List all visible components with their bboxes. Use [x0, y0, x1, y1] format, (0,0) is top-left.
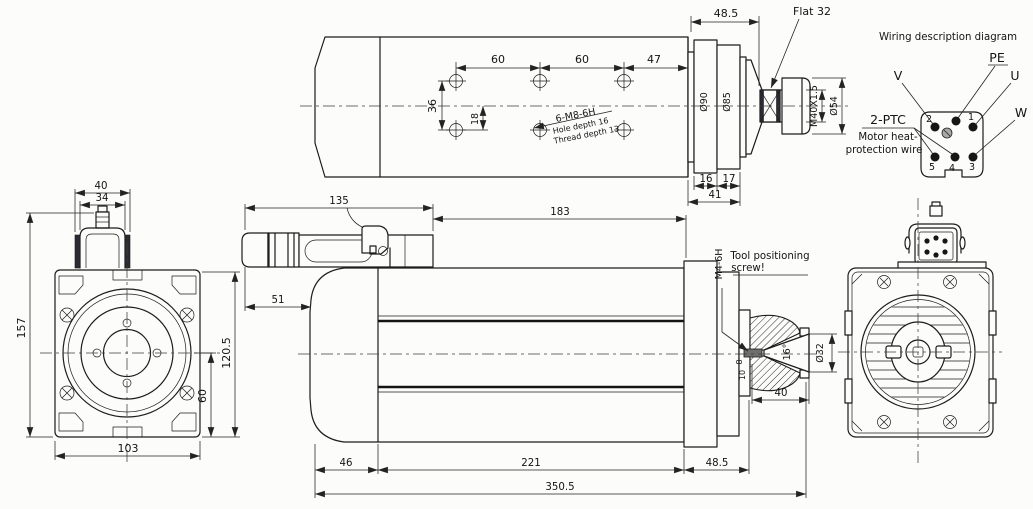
side-screw-thread: M4-6H	[714, 249, 725, 280]
front-dim-120-5: 120.5	[220, 337, 233, 369]
rear-corner-screws	[877, 275, 957, 429]
side-dim-48-5: 48.5	[706, 458, 729, 469]
side-dim-135: 135	[329, 196, 348, 207]
front-dim-157: 157	[15, 318, 28, 339]
side-dim-350-5: 350.5	[545, 482, 574, 493]
front-dim-34: 34	[96, 193, 109, 204]
top-dia-85: Ø85	[722, 92, 733, 112]
pin-3-contact	[968, 152, 978, 162]
top-dim-48-5: 48.5	[714, 7, 739, 20]
label-w: W	[1015, 105, 1027, 120]
rear-connector	[897, 201, 987, 271]
side-dim-46: 46	[340, 458, 353, 469]
front-view: 40 34 157 120.5 60 103	[15, 181, 240, 462]
tool-note-line1: Tool positioning	[729, 251, 809, 262]
label-u: U	[1010, 68, 1019, 83]
top-dia-54: Ø54	[829, 96, 840, 116]
pin-4-number: 4	[949, 163, 955, 174]
tool-note-line2: screw!	[731, 263, 765, 274]
pin-1-number: 1	[968, 112, 974, 123]
top-dim-47: 47	[647, 53, 661, 66]
flat-note: Flat 32	[793, 5, 831, 18]
top-dim-36: 36	[426, 99, 439, 113]
front-dim-60: 60	[196, 389, 209, 403]
top-dim-60b: 60	[575, 53, 589, 66]
label-pe: PE	[989, 50, 1005, 65]
side-dim-10: 10	[738, 370, 747, 380]
hole-thread-note: 6-M8-6H Hole depth 16 Thread depth 13	[552, 106, 620, 145]
front-dim-103: 103	[118, 442, 139, 455]
top-view-dimensions: 60 60 47 36 18 6-M8-6H Hole depth 16 Thr…	[426, 5, 846, 206]
rear-connector-pins	[924, 235, 948, 258]
pin-4-contact	[950, 152, 960, 162]
pin-5-number: 5	[929, 162, 935, 173]
side-cable-connector	[241, 207, 434, 268]
motor-body-top	[314, 36, 811, 178]
pin-1-contact	[968, 122, 978, 132]
heat-note-line2: protection wire	[846, 145, 923, 156]
side-view: 135 51 183 M4-6H Tool positioning screw!…	[241, 196, 837, 498]
motor-body-side	[309, 267, 685, 443]
side-dim-40: 40	[775, 388, 788, 399]
side-dim-183: 183	[550, 207, 569, 218]
tool-positioning-screw	[743, 348, 763, 358]
rear-housing	[844, 267, 997, 438]
side-angle-16: 16°	[782, 344, 793, 361]
corner-screws	[59, 307, 195, 401]
top-thread-spec: M40X1.5	[809, 85, 820, 127]
top-dim-18: 18	[470, 113, 481, 125]
side-dim-8: 8	[735, 359, 744, 364]
side-dim-221: 221	[521, 458, 540, 469]
label-v: V	[894, 68, 903, 83]
wiring-diagram: Wiring description diagram 2 1 5 4 3 V P…	[846, 32, 1028, 178]
side-view-dimensions: 135 51 183 M4-6H Tool positioning screw!…	[244, 196, 837, 498]
top-dim-16: 16	[700, 174, 713, 185]
wiring-labels: V PE U W 2-PTC Motor heat- protection wi…	[846, 50, 1028, 156]
side-dia-32: Ø32	[815, 343, 826, 363]
front-dim-40: 40	[95, 181, 108, 192]
top-dia-90: Ø90	[699, 92, 710, 112]
connector-face: 2 1 5 4 3	[920, 111, 984, 178]
label-2ptc: 2-PTC	[870, 112, 906, 127]
side-dim-51: 51	[272, 295, 285, 306]
front-cable-bracket	[74, 205, 131, 269]
pin-pe-contact	[951, 116, 961, 126]
pin-5-contact	[930, 152, 940, 162]
top-dim-60a: 60	[491, 53, 505, 66]
front-housing	[54, 269, 201, 438]
heat-note-line1: Motor heat-	[858, 132, 918, 143]
top-view: 60 60 47 36 18 6-M8-6H Hole depth 16 Thr…	[300, 5, 848, 206]
rear-view	[838, 198, 1002, 466]
wiring-title: Wiring description diagram	[879, 32, 1017, 43]
pin-2-contact	[930, 122, 940, 132]
top-dim-17: 17	[723, 174, 736, 185]
pin-3-number: 3	[969, 162, 975, 173]
front-view-dimensions: 40 34 157 120.5 60 103	[15, 181, 240, 460]
pin-2-number: 2	[926, 114, 932, 125]
top-dim-41: 41	[709, 190, 722, 201]
